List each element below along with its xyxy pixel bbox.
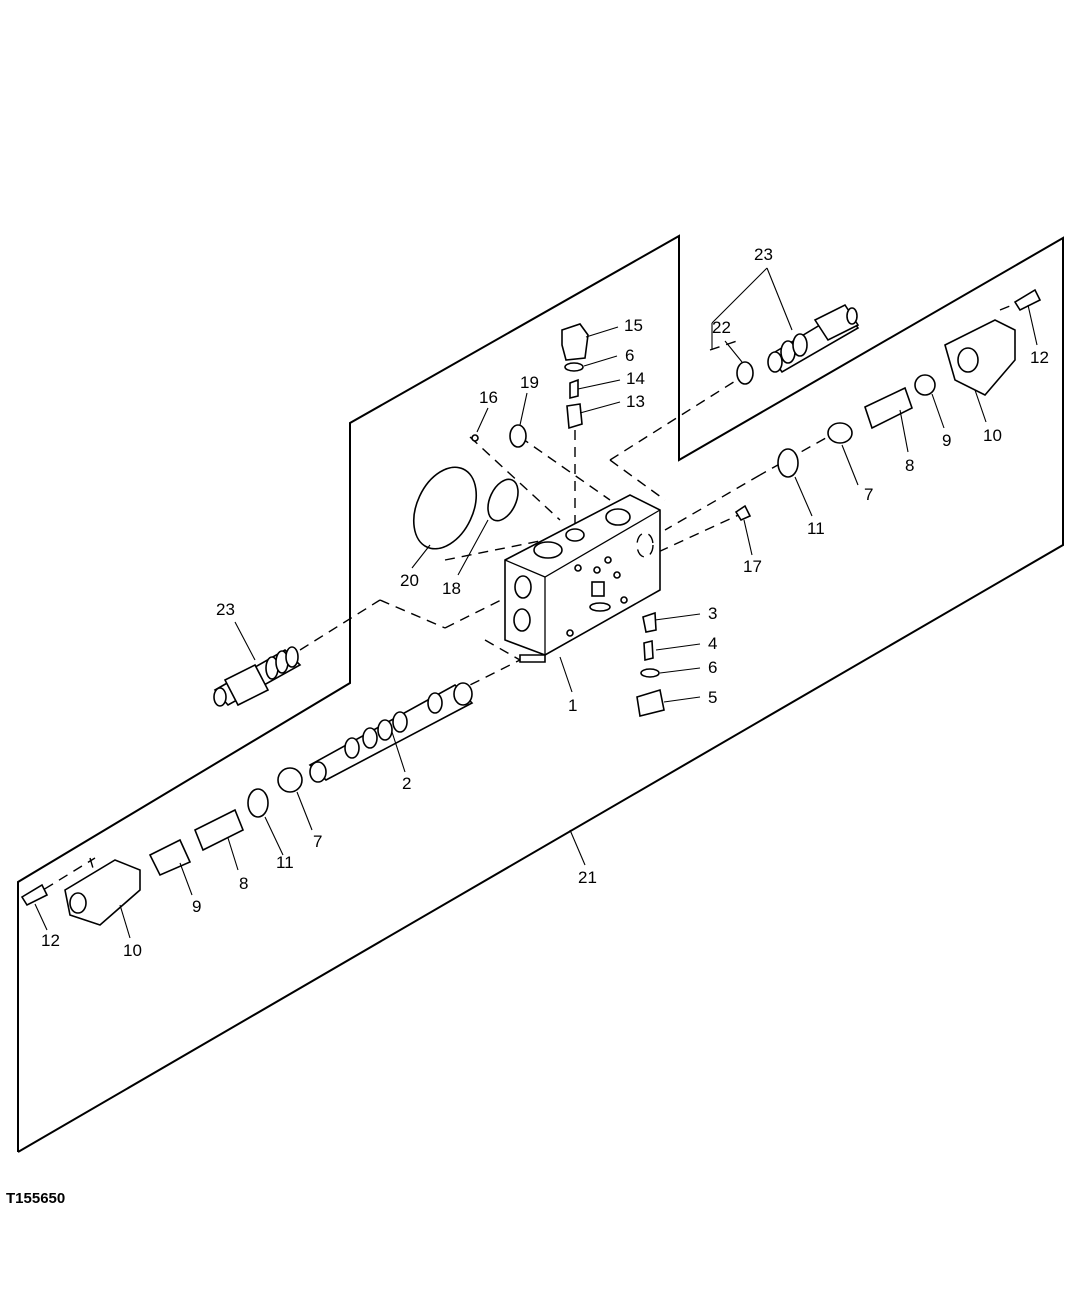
callout-6-bottom: 6 <box>708 658 717 677</box>
callout-7-right: 7 <box>864 485 873 504</box>
callout-11-left: 11 <box>276 853 294 872</box>
o-ring-part-6-bottom <box>640 668 660 678</box>
left-spring-group <box>20 767 303 926</box>
callout-8-right: 8 <box>905 456 914 475</box>
callout-20: 20 <box>400 571 419 590</box>
callout-labels: 1 2 3 4 5 6 6 7 7 8 8 9 9 10 10 11 11 12… <box>41 245 1049 960</box>
o-ring-part-18 <box>487 478 519 522</box>
callout-22: 22 <box>712 318 731 337</box>
relief-valve-part-23-left <box>213 646 302 707</box>
callout-2: 2 <box>402 774 411 793</box>
spring-seat-part-7-left <box>277 767 303 793</box>
right-spring-group <box>827 288 1042 444</box>
relief-valve-part-23-right <box>767 303 860 374</box>
o-ring-part-19 <box>509 424 527 448</box>
callout-9-left: 9 <box>192 897 201 916</box>
screw-part-12-right <box>1013 288 1042 312</box>
callout-3: 3 <box>708 604 717 623</box>
callout-12-left: 12 <box>41 931 60 950</box>
callout-leaders <box>34 267 1038 939</box>
spring-seat-part-7-right <box>827 422 853 444</box>
figure-reference-code: T155650 <box>6 1190 65 1207</box>
o-rings <box>247 361 799 818</box>
callout-5: 5 <box>708 688 717 707</box>
valve-body-part-1 <box>504 494 661 663</box>
callout-6-top: 6 <box>625 346 634 365</box>
spring-part-8-right <box>864 386 913 430</box>
spring-part-14 <box>569 378 579 400</box>
callout-16: 16 <box>479 388 498 407</box>
callout-12-right: 12 <box>1030 348 1049 367</box>
callout-15: 15 <box>624 316 643 335</box>
callout-10-left: 10 <box>123 941 142 960</box>
callout-14: 14 <box>626 369 645 388</box>
o-ring-part-22 <box>736 361 754 385</box>
spring-part-4 <box>643 639 654 662</box>
callout-4: 4 <box>708 634 717 653</box>
plug-part-16 <box>471 434 479 442</box>
plug-part-5 <box>636 688 665 717</box>
callout-17: 17 <box>743 557 762 576</box>
o-ring-part-20 <box>412 466 478 550</box>
callout-9-right: 9 <box>942 431 951 450</box>
spring-guide-part-9-right <box>914 374 936 396</box>
callout-21: 21 <box>578 868 597 887</box>
poppet-part-13 <box>566 403 583 430</box>
spool-part-2 <box>308 682 474 783</box>
assembly-boundary-outline <box>17 234 1064 1153</box>
poppet-part-3 <box>642 611 657 633</box>
spring-part-8-left <box>193 808 245 852</box>
callout-19: 19 <box>520 373 539 392</box>
callout-23-top: 23 <box>754 245 773 264</box>
spring-guide-part-9-left <box>148 838 192 877</box>
callout-10-right: 10 <box>983 426 1002 445</box>
callout-18: 18 <box>442 579 461 598</box>
screw-part-12-left <box>20 883 49 907</box>
callout-8-left: 8 <box>239 874 248 893</box>
callout-13: 13 <box>626 392 645 411</box>
callout-1: 1 <box>568 696 577 715</box>
o-ring-part-11-left <box>247 788 269 818</box>
cover-part-10-right <box>944 319 1016 396</box>
o-ring-part-11-right <box>777 448 799 478</box>
plug-part-17 <box>734 504 752 522</box>
small-hardware <box>471 323 752 717</box>
o-ring-part-6-top <box>564 362 584 372</box>
callout-11-right: 11 <box>807 519 825 538</box>
plug-part-15 <box>561 323 589 361</box>
callout-7-left: 7 <box>313 832 322 851</box>
callout-23-left: 23 <box>216 600 235 619</box>
